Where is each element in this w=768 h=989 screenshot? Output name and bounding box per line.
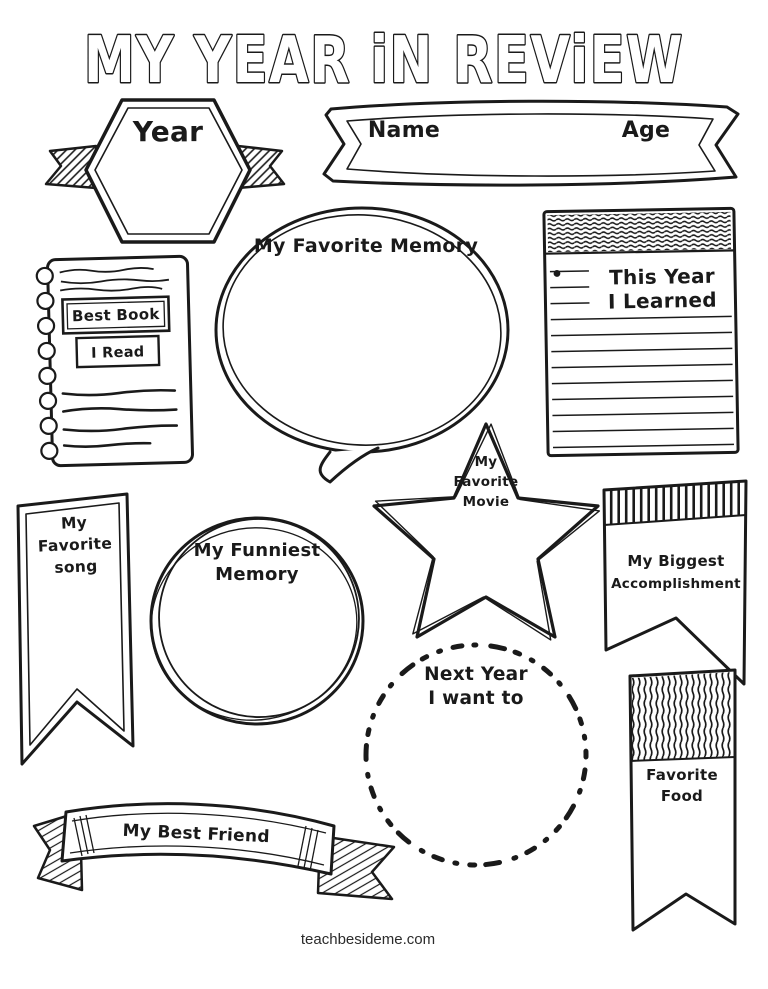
page-title: MY YEAR iN REViEW <box>84 24 684 98</box>
favorite-movie-line2: Favorite <box>454 474 519 490</box>
spiral-rings <box>35 266 59 460</box>
notepad-top-band <box>547 211 732 253</box>
year-badge: Year <box>44 98 286 244</box>
banner-inner <box>346 113 716 177</box>
bookmark-inner <box>25 502 125 746</box>
footer-site-text: teachbesideme.com <box>301 931 435 948</box>
favorite-memory-label: My Favorite Memory <box>254 235 479 257</box>
best-friend-banner: My Best Friend <box>32 802 396 901</box>
next-year-line1: Next Year <box>424 664 528 685</box>
favorite-song-line1: My <box>61 513 88 532</box>
notebook-top-scribbles <box>59 267 170 292</box>
favorite-song-bookmark: My Favorite song <box>16 492 135 766</box>
favorite-movie-line3: Movie <box>463 494 510 510</box>
name-age-banner: Name Age <box>322 99 740 187</box>
this-year-learned-line1: This Year <box>609 264 715 290</box>
pennant-outline <box>602 479 748 686</box>
this-year-learned-line2: I Learned <box>608 288 717 314</box>
favorite-memory-bubble: My Favorite Memory <box>214 206 510 484</box>
hexagon-outer <box>84 98 252 244</box>
best-book-notebook: Best Book I Read <box>35 254 194 468</box>
next-year-circle: Next Year I want to <box>363 642 589 868</box>
notepad-band-line <box>544 249 735 255</box>
bullet-dot-icon <box>553 270 561 277</box>
star-outline-sketch <box>374 423 601 641</box>
best-book-box-inner <box>66 300 166 330</box>
funniest-memory-line2: Memory <box>215 564 299 585</box>
scribble-circle-2 <box>158 518 360 718</box>
favorite-song-line3: song <box>54 557 98 577</box>
pennant-band-line <box>603 514 747 526</box>
favorite-song-line2: Favorite <box>38 534 113 555</box>
star-outline <box>372 422 600 639</box>
best-book-label-line1: Best Book <box>72 305 161 325</box>
pennant-hatch-band <box>605 482 745 525</box>
favorite-movie-line1: My <box>475 454 498 470</box>
scribble-circle-3 <box>150 527 358 721</box>
bubble-inner <box>222 214 502 446</box>
banner-outer <box>322 99 740 187</box>
banner-right-tail <box>316 834 396 901</box>
notebook-writing-lines <box>61 388 179 448</box>
favorite-food-line1: Favorite <box>646 766 718 784</box>
bookmark-outer <box>16 492 135 766</box>
biggest-accomplishment-line1: My Biggest <box>627 552 724 570</box>
best-book-label-line2: I Read <box>91 344 145 361</box>
banner-sketch-lines <box>69 812 327 872</box>
favorite-movie-star: My Favorite Movie <box>372 422 601 641</box>
year-label: Year <box>132 115 204 148</box>
funniest-memory-line1: My Funniest <box>194 540 321 561</box>
name-label: Name <box>368 118 440 143</box>
age-label: Age <box>622 118 671 143</box>
best-book-box-outer <box>61 295 171 335</box>
favorite-food-line2: Food <box>661 787 703 805</box>
notepad-title-patch <box>588 255 734 314</box>
bubble-tail <box>318 446 380 484</box>
ribbon-texture-band <box>632 672 733 761</box>
hexagon-inner <box>94 107 243 235</box>
i-read-box <box>75 334 161 369</box>
biggest-accomplishment-pennant: My Biggest Accomplishment <box>602 479 748 686</box>
next-year-line2: I want to <box>428 688 524 709</box>
favorite-food-ribbon: Favorite Food <box>628 668 737 932</box>
this-year-learned-notepad: This Year I Learned <box>542 206 740 458</box>
biggest-accomplishment-line2: Accomplishment <box>611 576 741 592</box>
funniest-memory-circle: My Funniest Memory <box>149 516 365 726</box>
dotted-circle-outline <box>363 642 589 868</box>
ribbon-band-line <box>629 756 736 762</box>
